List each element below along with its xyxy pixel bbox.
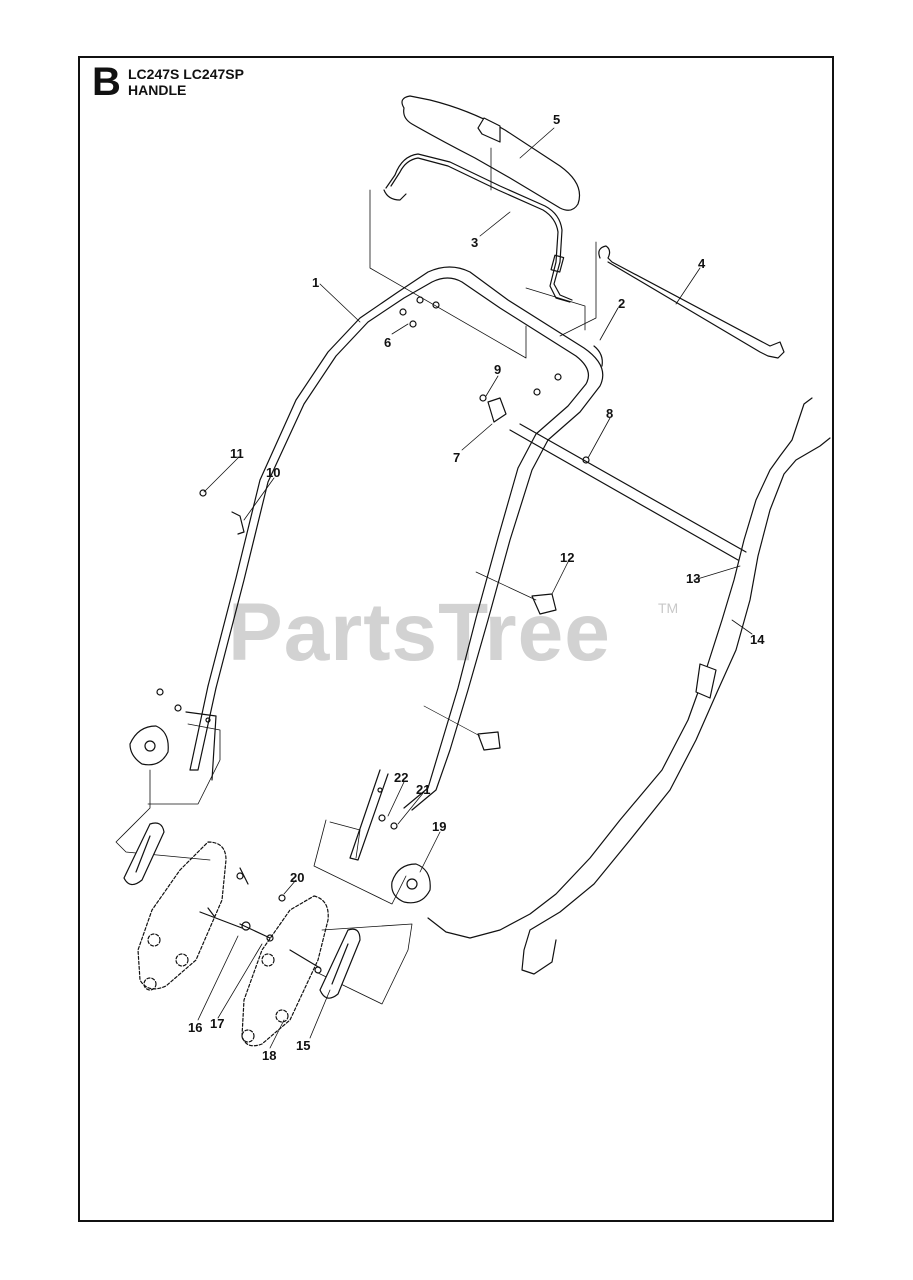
callout-18: 18 [262,1048,276,1063]
height-adjust-plate-part [123,822,361,999]
watermark: PartsTree [228,587,611,678]
hardware-parts [156,296,590,902]
control-bail-wire-part [383,153,573,303]
callout-9: 9 [494,362,501,377]
callout-1: 1 [312,275,319,290]
diagram-frame [78,56,834,1222]
watermark-trademark: TM [658,600,679,616]
callout-11: 11 [230,446,244,461]
callout-16: 16 [188,1020,202,1035]
callout-10: 10 [266,465,280,480]
callout-labels: 1 2 3 4 5 6 7 8 9 10 11 12 13 14 15 16 1… [188,112,765,1063]
callout-19: 19 [432,819,446,834]
model-numbers: LC247S LC247SP [128,66,244,82]
callout-17: 17 [210,1016,224,1031]
callout-3: 3 [471,235,478,250]
diagram-title: HANDLE [128,82,187,98]
upper-handle-part [207,266,604,811]
callout-14: 14 [750,632,765,647]
height-adjust-rack-part [137,841,329,1047]
callout-13: 13 [686,571,700,586]
callout-8: 8 [606,406,613,421]
callout-5: 5 [553,112,560,127]
bolt-parts [199,867,322,974]
cables-part [427,397,831,975]
callout-15: 15 [296,1038,310,1053]
handle-grip-part [401,95,581,211]
callout-12: 12 [560,550,574,565]
control-rod-part [598,245,785,359]
leader-lines [197,127,753,1049]
cable-clip-part [423,571,557,751]
callout-6: 6 [384,335,391,350]
callout-21: 21 [416,782,430,797]
section-letter: B [92,60,121,104]
handle-knob-part [129,725,431,904]
callout-4: 4 [698,256,706,271]
callout-7: 7 [453,450,460,465]
callout-20: 20 [290,870,304,885]
lower-handle-right-part [349,769,389,861]
callout-22: 22 [394,770,408,785]
lower-handle-left-part [185,685,217,781]
callout-2: 2 [618,296,625,311]
